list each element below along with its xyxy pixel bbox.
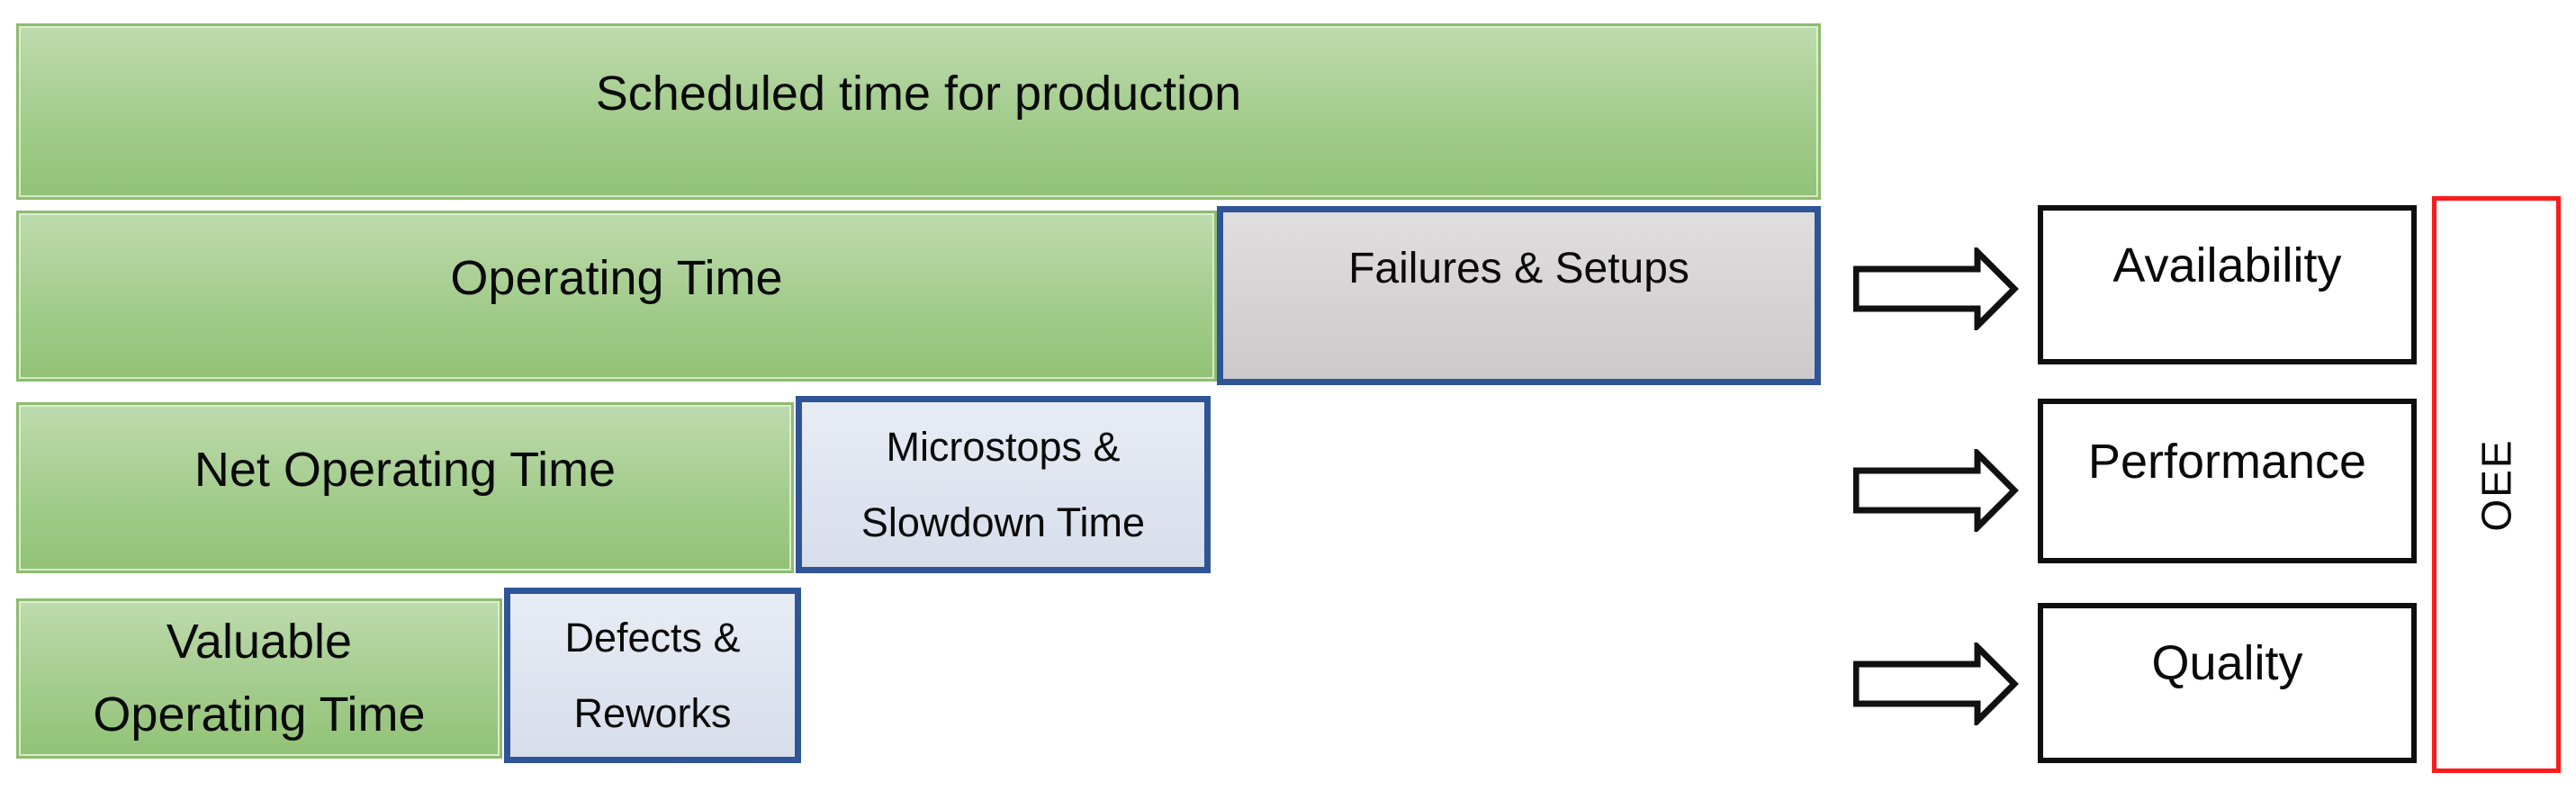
metric-availability-label: Availability (2112, 238, 2342, 292)
right-arrow-icon (1853, 247, 2019, 330)
loss-defects-reworks: Defects & Reworks (504, 588, 801, 763)
right-arrow-icon (1853, 449, 2019, 532)
arrow-to-availability (1853, 247, 2019, 330)
oee-box: OEE (2432, 196, 2561, 773)
bar-valuable-operating-time-label: Valuable Operating Time (93, 615, 426, 742)
loss-failures-setups-label: Failures & Setups (1348, 245, 1689, 292)
bar-valuable-operating-time: Valuable Operating Time (16, 598, 502, 759)
right-arrow-icon (1853, 643, 2019, 725)
arrow-to-performance (1853, 449, 2019, 532)
metric-performance-label: Performance (2087, 434, 2367, 489)
bar-scheduled-time-label: Scheduled time for production (595, 67, 1242, 121)
oee-label: OEE (2472, 437, 2520, 532)
metric-quality-label: Quality (2151, 636, 2303, 690)
metric-quality: Quality (2038, 603, 2417, 763)
loss-microstops-slowdown-label: Microstops & Slowdown Time (860, 424, 1146, 545)
metric-availability: Availability (2038, 205, 2417, 364)
bar-scheduled-time: Scheduled time for production (16, 23, 1821, 200)
loss-microstops-slowdown: Microstops & Slowdown Time (796, 396, 1211, 573)
bar-net-operating-time: Net Operating Time (16, 402, 794, 573)
metric-performance: Performance (2038, 399, 2417, 563)
loss-failures-setups: Failures & Setups (1217, 206, 1821, 385)
bar-operating-time-label: Operating Time (450, 251, 783, 305)
arrow-to-quality (1853, 643, 2019, 725)
bar-operating-time: Operating Time (16, 211, 1217, 382)
bar-net-operating-time-label: Net Operating Time (194, 443, 617, 497)
loss-defects-reworks-label: Defects & Reworks (564, 615, 741, 736)
